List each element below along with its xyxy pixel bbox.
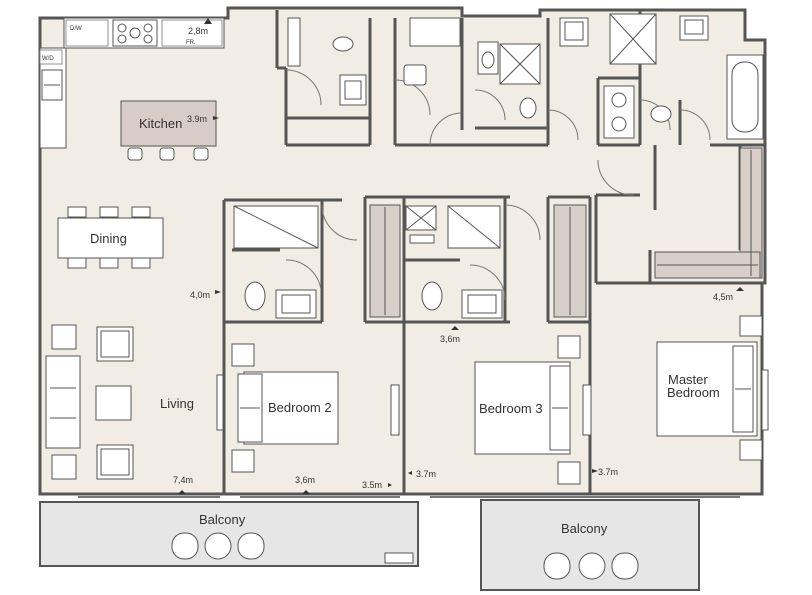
kitchen-sink-icon [41, 69, 63, 101]
bar-stools [127, 147, 209, 161]
dining-table [57, 217, 164, 259]
dimension-bedroom3-height: 3.7m [416, 469, 436, 479]
room-label-balcony-left: Balcony [199, 512, 246, 527]
cooktop-icon [112, 19, 158, 47]
balcony-right-furniture [543, 552, 639, 580]
dimension-kitchen: 3.9m [187, 114, 207, 124]
bedroom2-furniture [231, 343, 339, 473]
balcony-left-area [39, 501, 419, 567]
room-label-bedroom3: Bedroom 3 [479, 401, 543, 416]
balcony-left-furniture [171, 532, 265, 560]
living-furniture [45, 324, 134, 480]
fridge-unit [161, 19, 223, 47]
room-label-kitchen: Kitchen [139, 116, 182, 131]
dimension-living-width: 7,4m [173, 475, 193, 485]
dimension-arrows [178, 18, 744, 494]
room-label-bedroom2: Bedroom 2 [268, 400, 332, 415]
dimension-master-height: 3.7m [598, 467, 618, 477]
dimension-master-width: 4,5m [713, 292, 733, 302]
wardrobe-hangers [384, 150, 758, 315]
room-label-master-line2: Bedroom [667, 385, 720, 400]
interior-walls [222, 10, 765, 494]
dishwasher-unit [65, 19, 109, 47]
washer-unit [39, 49, 63, 65]
fridge-label: FR. [186, 40, 196, 46]
kitchen-island [120, 100, 217, 147]
dining-chairs [67, 206, 151, 269]
dimension-bath-width: 3,6m [440, 334, 460, 344]
balcony-planter [384, 552, 414, 564]
room-label-dining: Dining [90, 231, 127, 246]
dimension-bedroom2-height: 3.5m [362, 480, 382, 490]
dimension-top-right: 2,8m [188, 26, 208, 36]
bedroom3-furniture [474, 335, 581, 485]
dimension-bedroom2-width: 3,6m [295, 475, 315, 485]
room-label-balcony-right: Balcony [561, 521, 608, 536]
master-bedroom-furniture [656, 315, 763, 461]
windows [216, 369, 769, 436]
room-label-living: Living [160, 396, 194, 411]
dishwasher-label: D/W [70, 26, 82, 32]
bathroom-fixtures [233, 13, 764, 319]
dimension-living-height: 4,0m [190, 290, 210, 300]
room-label-master-line1: Master [668, 372, 708, 387]
washer-label: W/D [42, 56, 54, 62]
